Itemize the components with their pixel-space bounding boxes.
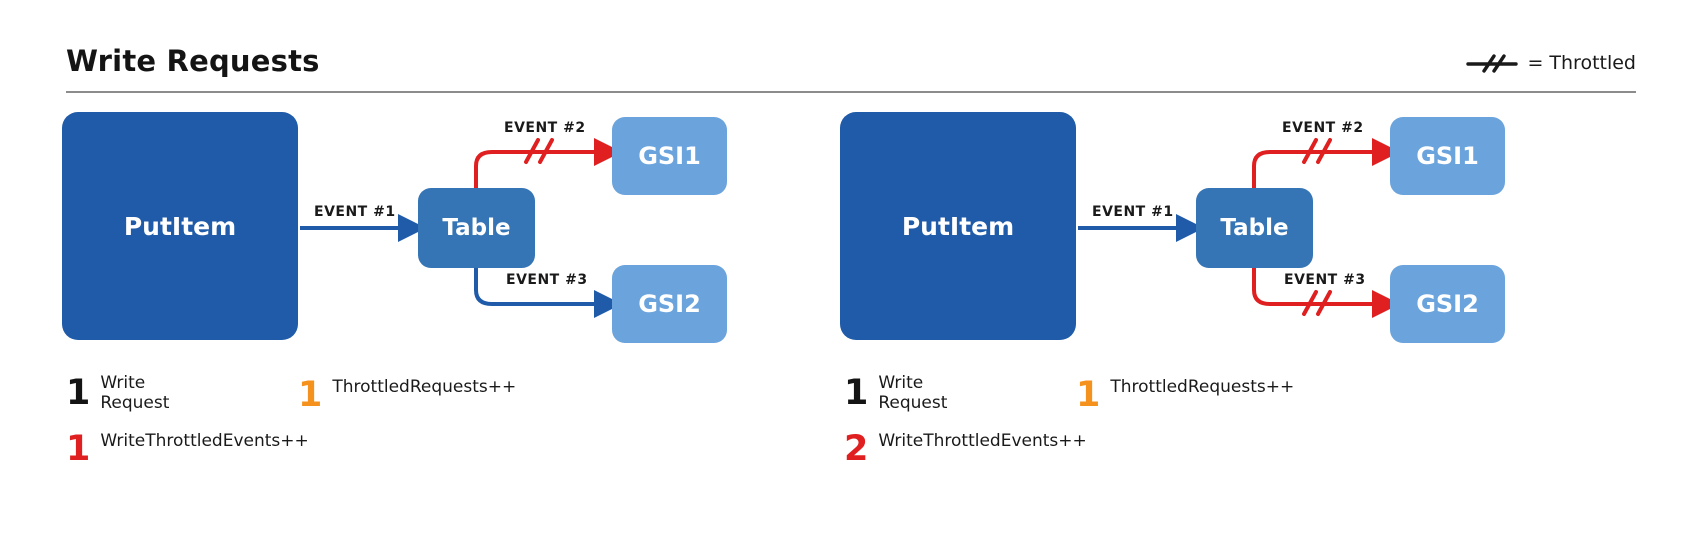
edge-event-2 <box>1252 138 1400 188</box>
node-gsi1[interactable]: GSI1 <box>612 117 727 195</box>
legend-label: = Throttled <box>1527 52 1636 74</box>
edge-label-event-1: EVENT #1 <box>314 204 396 220</box>
throttle-slash-icon-event-3 <box>1302 290 1332 316</box>
edges-left <box>300 138 622 318</box>
metric-label: ThrottledRequests++ <box>332 377 517 397</box>
metric-count: 1 <box>844 373 869 414</box>
edge-label-event-3: EVENT #3 <box>506 272 588 288</box>
metric-label: Write Request <box>878 373 948 413</box>
page-title: Write Requests <box>66 44 320 78</box>
metric-count: 1 <box>66 429 91 469</box>
diagram-right: PutItem Table GSI1 GSI2 EVENT #1 EVENT #… <box>840 108 1620 358</box>
page-header: Write Requests = Throttled <box>66 44 1636 100</box>
node-table[interactable]: Table <box>418 188 535 268</box>
node-gsi2[interactable]: GSI2 <box>1390 265 1505 343</box>
header-divider <box>66 91 1636 93</box>
metrics-left: 1 Write Request 1 ThrottledRequests++ 1 … <box>62 366 842 496</box>
metric-write-request: 1 Write Request <box>66 373 170 414</box>
metric-throttled-requests: 1 ThrottledRequests++ <box>1076 375 1295 415</box>
metric-label: ThrottledRequests++ <box>1110 377 1295 397</box>
node-putitem[interactable]: PutItem <box>840 112 1076 340</box>
edge-event-3 <box>474 268 622 318</box>
metric-write-throttled-events: 2 WriteThrottledEvents++ <box>844 429 1087 469</box>
edge-event-3 <box>1252 268 1400 318</box>
panel-left: PutItem Table GSI1 GSI2 EVENT #1 EVENT #… <box>62 108 842 508</box>
metric-throttled-requests: 1 ThrottledRequests++ <box>298 375 517 415</box>
metric-write-request: 1 Write Request <box>844 373 948 414</box>
metric-label: WriteThrottledEvents++ <box>878 431 1087 451</box>
throttle-slash-icon-event-2 <box>524 138 554 164</box>
node-gsi1[interactable]: GSI1 <box>1390 117 1505 195</box>
metric-count: 1 <box>66 373 91 414</box>
metric-write-throttled-events: 1 WriteThrottledEvents++ <box>66 429 309 469</box>
edge-label-event-2: EVENT #2 <box>504 120 586 136</box>
metrics-right: 1 Write Request 1 ThrottledRequests++ 2 … <box>840 366 1620 496</box>
diagram-left: PutItem Table GSI1 GSI2 EVENT #1 EVENT #… <box>62 108 842 358</box>
node-gsi2[interactable]: GSI2 <box>612 265 727 343</box>
metric-count: 1 <box>298 375 323 415</box>
edge-label-event-3: EVENT #3 <box>1284 272 1366 288</box>
metric-count: 2 <box>844 429 869 469</box>
edge-event-2 <box>474 138 622 188</box>
metric-label: Write Request <box>100 373 170 413</box>
metric-label: WriteThrottledEvents++ <box>100 431 309 451</box>
metric-count: 1 <box>1076 375 1101 415</box>
throttle-slash-icon-event-2 <box>1302 138 1332 164</box>
legend: = Throttled <box>1466 52 1636 74</box>
edges-right <box>1078 138 1400 318</box>
panel-right: PutItem Table GSI1 GSI2 EVENT #1 EVENT #… <box>840 108 1620 508</box>
throttle-slash-icon <box>1466 54 1519 73</box>
edge-label-event-1: EVENT #1 <box>1092 204 1174 220</box>
node-table[interactable]: Table <box>1196 188 1313 268</box>
node-putitem[interactable]: PutItem <box>62 112 298 340</box>
edge-label-event-2: EVENT #2 <box>1282 120 1364 136</box>
